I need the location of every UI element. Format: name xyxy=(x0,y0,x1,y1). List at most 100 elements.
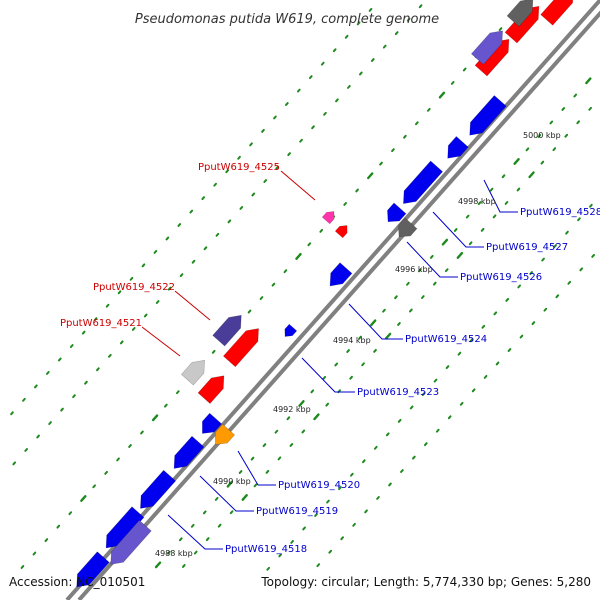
tick-dot xyxy=(262,443,267,448)
tick-dot xyxy=(367,172,374,180)
tick-dot xyxy=(480,227,485,232)
tick-dot xyxy=(167,286,172,291)
tick-dot xyxy=(48,421,52,426)
tick-dot xyxy=(498,27,503,32)
gene-pputw619-4528 xyxy=(469,95,507,136)
tick-dot xyxy=(382,44,387,49)
tick-dot xyxy=(36,434,40,439)
gene-pputw619-4520 xyxy=(215,423,236,445)
tick-dot xyxy=(68,511,73,516)
tick-dot xyxy=(504,201,509,205)
tick-dot xyxy=(249,142,253,147)
tick-dot xyxy=(175,390,180,395)
gene-pputw619-4527 xyxy=(447,136,469,159)
gene-pputw619-4519 xyxy=(140,469,177,509)
tick-dot xyxy=(409,405,414,410)
tick-dot xyxy=(338,486,342,491)
tick-dot xyxy=(403,134,407,139)
tick-dot xyxy=(457,351,462,356)
tick-dot xyxy=(278,553,282,558)
tick-dot xyxy=(179,273,184,278)
tick-dot xyxy=(541,257,545,262)
tick-dot xyxy=(205,537,210,542)
tick-dot xyxy=(44,538,49,543)
tick-dot xyxy=(332,48,337,53)
tick-dot xyxy=(529,271,533,275)
tick-dot xyxy=(352,522,356,527)
tick-dot xyxy=(190,523,195,528)
tick-dot xyxy=(165,236,170,241)
tick-dot xyxy=(274,429,279,434)
tick-dot xyxy=(519,334,524,339)
tick-dot xyxy=(483,374,488,379)
tick-dot xyxy=(589,203,593,208)
tick-dot xyxy=(585,77,592,85)
tick-dot xyxy=(225,169,229,174)
tick-dot xyxy=(347,84,351,89)
tick-dot xyxy=(573,93,578,98)
tick-dot xyxy=(60,407,64,412)
tick-dot xyxy=(56,524,61,529)
tick-dot xyxy=(299,138,303,143)
gene-reverse xyxy=(387,202,407,223)
scale-marker-label: 4996 kbp xyxy=(395,265,433,274)
tick-dot xyxy=(12,461,17,466)
tick-dot xyxy=(271,282,276,287)
gene-reverse xyxy=(76,551,110,588)
tick-dot xyxy=(355,188,359,193)
scale-marker-label: 4992 kbp xyxy=(273,405,311,414)
tick-dot xyxy=(477,201,482,206)
tick-dot xyxy=(537,133,542,138)
tick-dot xyxy=(429,254,434,259)
tick-dot xyxy=(92,484,96,489)
tick-dot xyxy=(444,268,449,273)
accession-text: Accession: NC_010501 xyxy=(9,575,145,589)
callout-line xyxy=(237,450,276,486)
tick-dot xyxy=(370,319,377,327)
tick-dot xyxy=(316,563,321,568)
tick-dot xyxy=(370,58,375,62)
tick-dot xyxy=(368,7,373,12)
tick-dot xyxy=(310,389,315,394)
tick-dot xyxy=(358,335,362,340)
tick-dot xyxy=(406,281,410,286)
tick-dot xyxy=(335,98,339,103)
tick-dot xyxy=(128,444,132,448)
tick-dot xyxy=(397,418,402,423)
tick-dot xyxy=(237,155,241,160)
tick-dot xyxy=(505,297,510,302)
tick-dot xyxy=(217,523,222,528)
tick-dot xyxy=(421,392,426,396)
gene-label: PputW619_4521 xyxy=(60,318,142,329)
tick-dot xyxy=(191,259,196,264)
tick-dot xyxy=(108,353,112,358)
tick-dot xyxy=(549,120,554,125)
tick-dot xyxy=(328,549,333,554)
tick-dot xyxy=(24,448,29,452)
tick-dot xyxy=(265,469,270,474)
tick-dot xyxy=(34,384,38,389)
tick-dot xyxy=(359,71,363,76)
tick-dot xyxy=(263,179,268,183)
tick-dot xyxy=(20,565,25,569)
tick-dot xyxy=(178,537,183,542)
tick-dot xyxy=(301,429,306,434)
tick-dot xyxy=(314,513,318,517)
tick-dot xyxy=(361,362,365,367)
tick-dot xyxy=(588,106,592,111)
tick-dot xyxy=(456,251,464,259)
tick-dot xyxy=(22,397,26,402)
tick-dot xyxy=(382,308,386,313)
tick-dot xyxy=(177,223,182,227)
tick-dot xyxy=(531,321,536,326)
tick-dot xyxy=(326,499,330,504)
tick-dot xyxy=(516,187,521,192)
gene-reverse xyxy=(173,435,205,469)
gene-label: PputW619_4525 xyxy=(198,162,280,173)
callout-line xyxy=(199,475,254,512)
callout-line xyxy=(432,211,484,248)
tick-dot xyxy=(57,357,62,362)
